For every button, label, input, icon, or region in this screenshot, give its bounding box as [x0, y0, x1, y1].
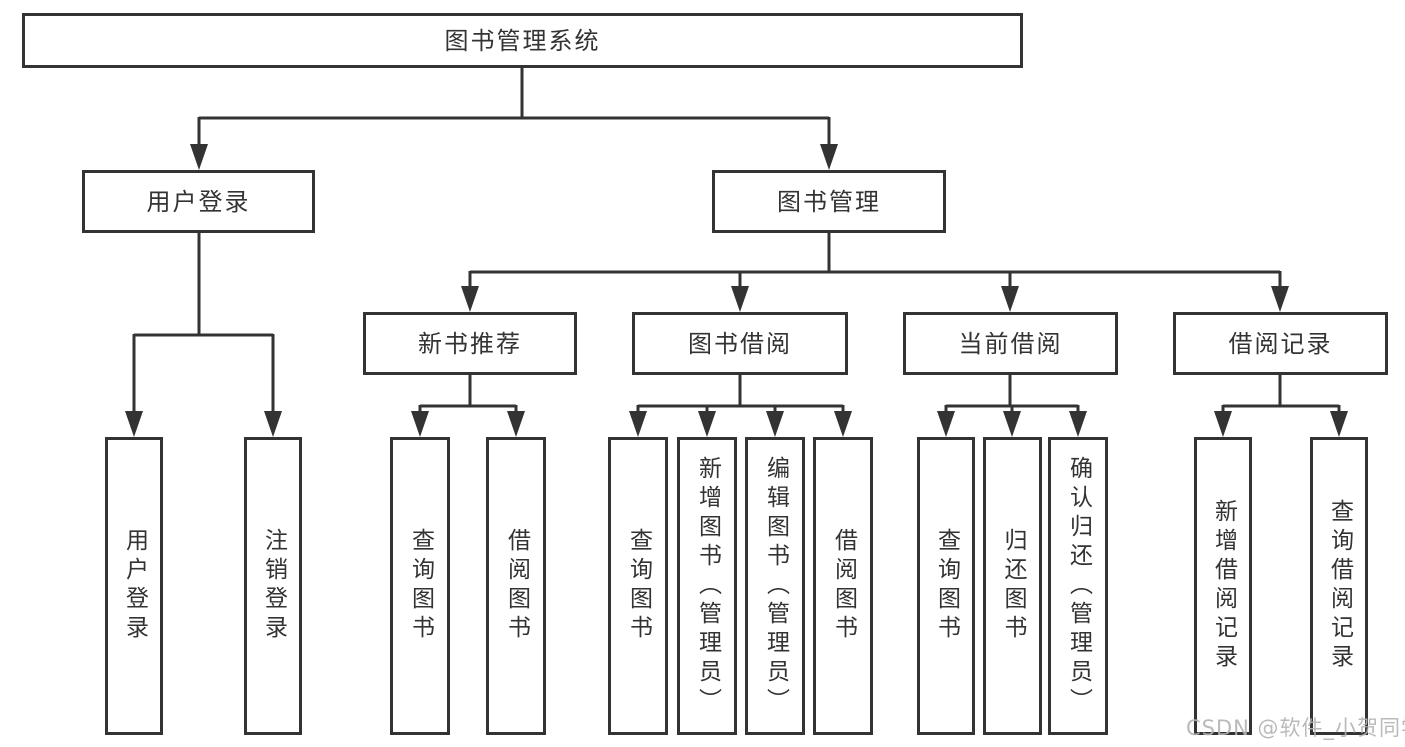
leaf-edit-books-admin: 编辑图书（管理员） [745, 437, 805, 735]
leaf-label: 借阅图书 [830, 528, 857, 644]
leaf-add-borrow-record: 新增借阅记录 [1194, 437, 1252, 735]
leaf-query-books-borrow: 查询图书 [608, 437, 668, 735]
leaf-confirm-return-admin: 确认归还（管理员） [1048, 437, 1108, 735]
leaf-logout: 注销登录 [244, 437, 302, 735]
leaf-label: 确认归还（管理员） [1065, 455, 1092, 717]
node-label: 图书借阅 [688, 329, 792, 358]
leaf-label: 用户登录 [121, 528, 148, 644]
leaf-label: 注销登录 [260, 528, 287, 644]
node-label: 当前借阅 [958, 329, 1063, 358]
node-current-borrow: 当前借阅 [903, 312, 1118, 375]
leaf-label: 查询借阅记录 [1326, 499, 1353, 673]
leaf-label: 查询图书 [407, 528, 434, 644]
node-label: 图书管理系统 [444, 26, 601, 55]
leaf-borrow-books-recommend: 借阅图书 [486, 437, 546, 735]
leaf-query-books-current: 查询图书 [917, 437, 975, 735]
leaf-label: 查询图书 [625, 528, 652, 644]
leaf-label: 查询图书 [933, 528, 960, 644]
leaf-user-login: 用户登录 [105, 437, 163, 735]
leaf-label: 借阅图书 [503, 528, 530, 644]
node-label: 用户登录 [146, 187, 251, 216]
node-label: 新书推荐 [418, 329, 522, 358]
csdn-watermark: CSDN @软件_小贺同学 [1186, 716, 1405, 740]
leaf-label: 归还图书 [1000, 528, 1026, 644]
node-book-management: 图书管理 [712, 170, 946, 233]
leaf-return-books: 归还图书 [983, 437, 1042, 735]
node-new-book-recommend: 新书推荐 [363, 312, 577, 375]
node-label: 借阅记录 [1228, 329, 1333, 358]
leaf-query-books-recommend: 查询图书 [390, 437, 450, 735]
leaf-label: 新增图书（管理员） [694, 455, 721, 717]
leaf-borrow-books: 借阅图书 [813, 437, 873, 735]
node-borrow-records: 借阅记录 [1173, 312, 1388, 375]
node-library-management-system: 图书管理系统 [22, 13, 1023, 68]
leaf-label: 编辑图书（管理员） [762, 455, 789, 717]
node-book-borrow: 图书借阅 [632, 312, 848, 375]
leaf-add-books-admin: 新增图书（管理员） [677, 437, 737, 735]
leaf-label: 新增借阅记录 [1210, 499, 1237, 673]
leaf-query-borrow-record: 查询借阅记录 [1310, 437, 1368, 735]
node-user-login: 用户登录 [82, 170, 315, 233]
node-label: 图书管理 [777, 187, 881, 216]
